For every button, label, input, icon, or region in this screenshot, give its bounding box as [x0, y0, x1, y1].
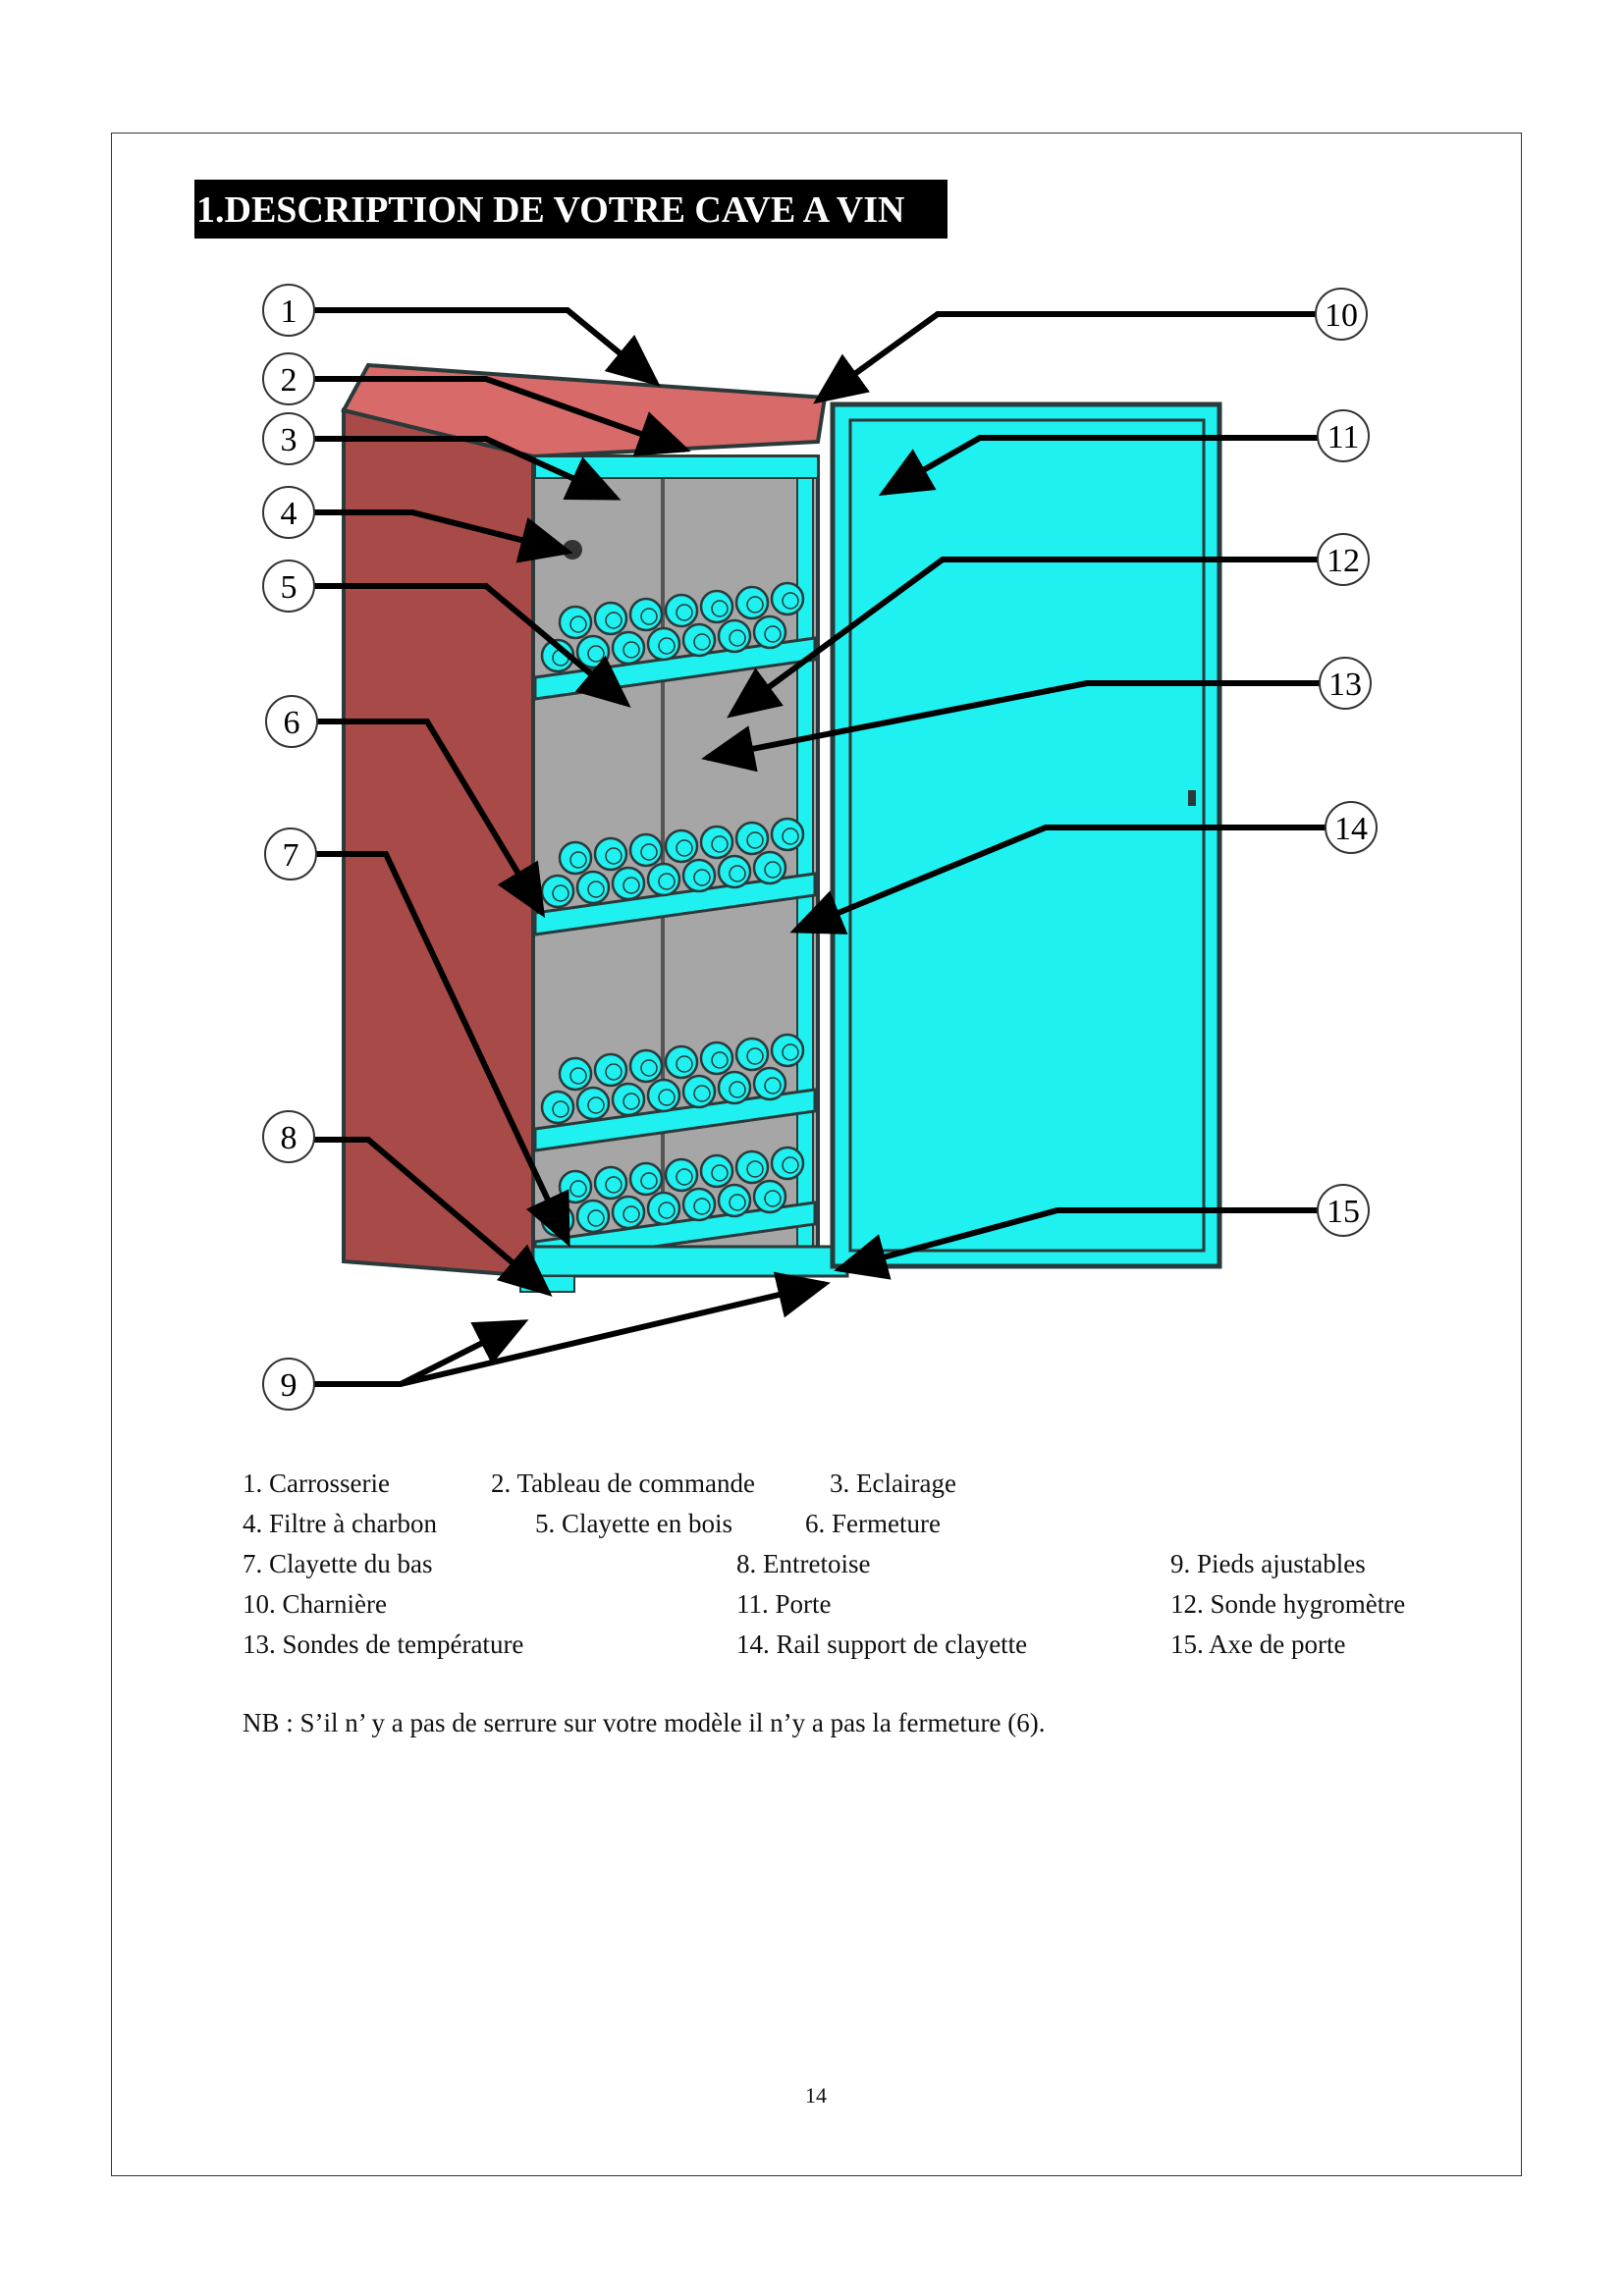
callout-arrow: [789, 825, 1326, 934]
callout-number: 7: [283, 837, 299, 874]
callout-arrow: [314, 307, 661, 387]
callout-circle: [264, 828, 317, 881]
callout-3: 3: [262, 412, 622, 501]
callout-arrow: [314, 1137, 553, 1297]
callout-15: 15: [834, 1184, 1370, 1280]
legend-item-2: 2. Tableau de commande: [491, 1468, 756, 1498]
section-title: 1.DESCRIPTION DE VOTRE CAVE A VIN: [194, 180, 947, 239]
callout-circle: [1317, 409, 1370, 462]
legend-item-14: 14. Rail support de clayette: [736, 1629, 1028, 1659]
callout-circle: [1317, 533, 1370, 586]
callout-circle: [1315, 288, 1368, 341]
legend-item-11: 11. Porte: [736, 1589, 832, 1619]
callout-arrow: [834, 1207, 1318, 1280]
legend-item-1: 1. Carrosserie: [243, 1468, 390, 1498]
callout-2: 2: [262, 352, 691, 456]
callout-6: 6: [265, 695, 546, 919]
callout-circle: [262, 1110, 315, 1163]
callout-circle: [1317, 1184, 1370, 1237]
callout-arrow: [701, 680, 1320, 773]
callout-7: 7: [264, 828, 570, 1248]
callout-number: 5: [281, 569, 298, 606]
legend-item-4: 4. Filtre à charbon: [243, 1509, 437, 1538]
callout-arrow: [727, 557, 1318, 719]
callout-11: 11: [878, 409, 1370, 496]
legend-item-8: 8. Entretoise: [736, 1549, 871, 1578]
callout-1: 1: [262, 284, 661, 387]
shelf: [533, 1033, 817, 1152]
callout-number: 14: [1334, 811, 1368, 847]
legend-item-12: 12. Sonde hygromètre: [1170, 1589, 1406, 1619]
callout-circle: [1325, 801, 1378, 854]
callout-arrow: [317, 719, 546, 919]
legend-item-3: 3. Eclairage: [830, 1468, 956, 1498]
legend-item-13: 13. Sondes de température: [243, 1629, 524, 1659]
callout-8: 8: [262, 1110, 553, 1297]
callout-number: 13: [1328, 667, 1362, 703]
callout-arrow: [316, 851, 570, 1248]
callout-5: 5: [262, 560, 631, 708]
callout-13: 13: [701, 657, 1372, 773]
callout-arrow: [314, 1319, 529, 1387]
callout-circle: [1319, 657, 1372, 710]
callout-12: 12: [727, 533, 1370, 719]
callout-arrow: [314, 583, 631, 708]
callout-circle: [262, 412, 315, 465]
cabinet-base: [531, 1245, 849, 1278]
callout-circle: [265, 695, 318, 748]
note: NB : S’il n’ y a pas de serrure sur votr…: [243, 1708, 1046, 1737]
legend-item-5: 5. Clayette en bois: [535, 1509, 732, 1538]
legend-item-10: 10. Charnière: [243, 1589, 387, 1619]
callout-number: 4: [281, 496, 298, 532]
legend-item-15: 15. Axe de porte: [1170, 1629, 1346, 1659]
callout-arrow: [400, 1271, 831, 1387]
callout-number: 10: [1325, 297, 1358, 334]
callout-number: 12: [1326, 543, 1360, 579]
callout-number: 11: [1327, 419, 1360, 455]
callout-arrow: [314, 509, 573, 563]
callout-arrow: [314, 436, 622, 501]
callout-arrow: [813, 311, 1316, 404]
page-border: [111, 133, 1522, 2176]
callout-arrow: [878, 435, 1318, 496]
callout-4: 4: [262, 486, 573, 563]
callout-number: 3: [281, 422, 298, 458]
callout-arrow: [314, 376, 691, 456]
callout-circle: [262, 560, 315, 613]
shelf: [533, 817, 817, 936]
callout-number: 15: [1326, 1194, 1360, 1230]
legend-item-9: 9. Pieds ajustables: [1170, 1549, 1366, 1578]
callout-number: 6: [284, 705, 300, 741]
callout-circle: [262, 1358, 315, 1411]
callout-number: 2: [281, 362, 298, 399]
callout-number: 1: [281, 294, 298, 330]
callout-number: 8: [281, 1120, 298, 1156]
callout-9: 9: [262, 1271, 831, 1411]
callout-circle: [262, 486, 315, 539]
callout-circle: [262, 284, 315, 337]
lock: [1188, 790, 1196, 806]
callout-14: 14: [789, 801, 1378, 934]
legend-item-6: 6. Fermeture: [805, 1509, 941, 1538]
callout-circle: [262, 352, 315, 405]
legend-item-7: 7. Clayette du bas: [243, 1549, 433, 1578]
callout-10: 10: [813, 288, 1368, 404]
callout-number: 9: [281, 1367, 298, 1404]
page-number: 14: [805, 2083, 827, 2108]
